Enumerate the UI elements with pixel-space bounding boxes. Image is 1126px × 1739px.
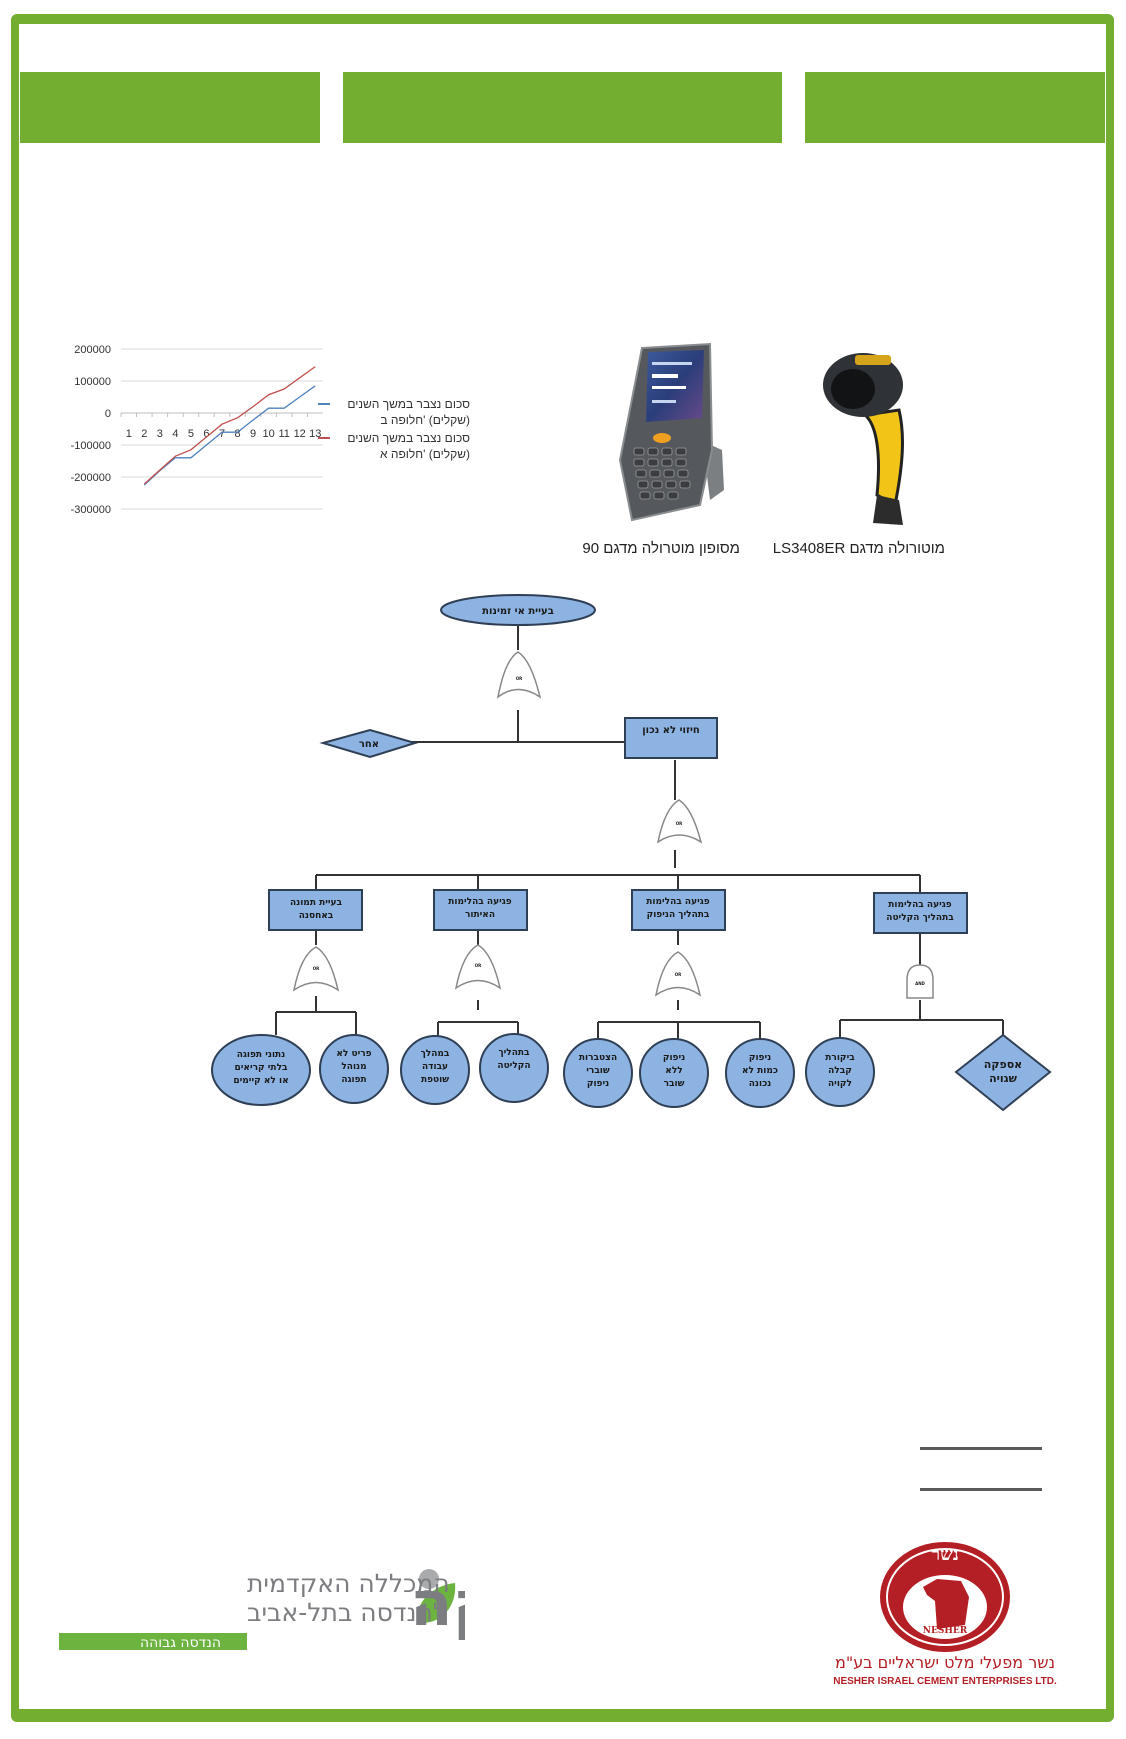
x-tick-label: 3 — [157, 428, 163, 440]
scanner-handle — [861, 408, 904, 508]
series-line-alt-b — [143, 385, 316, 486]
legend-item-alt-a: סכום נצבר במשך השנים (שקלים) 'חלופה א — [318, 430, 470, 462]
x-tick-label: 8 — [234, 428, 240, 440]
mobile-computer-image — [618, 342, 724, 522]
afeka-dot-icon — [419, 1569, 439, 1589]
afeka-line2: להנדסה בתל-אביב — [247, 1598, 447, 1627]
x-tick-label: 6 — [203, 428, 209, 440]
afeka-tag: הנדסה גבוהה — [140, 1635, 221, 1651]
x-tick-label: 4 — [172, 428, 178, 440]
afeka-name: אפקה — [410, 1567, 465, 1640]
header-bar-right — [805, 72, 1105, 143]
y-tick-label: -200000 — [71, 472, 111, 484]
legend-item-alt-b: סכום נצבר במשך השנים (שקלים) 'חלופה ב — [318, 396, 470, 428]
x-tick-label: 5 — [188, 428, 194, 440]
mobile-scan-button — [653, 433, 671, 443]
nesher-hebrew: נשר — [931, 1544, 958, 1565]
afeka-tag-bar — [59, 1633, 247, 1650]
chart-legend: סכום נצבר במשך השנים (שקלים) 'חלופה ב סכ… — [318, 396, 470, 464]
x-tick-label: 1 — [126, 428, 132, 440]
mobile-caption: מסופון מוטרולה מדגם 90 — [582, 540, 740, 557]
y-tick-label: 200000 — [74, 344, 111, 356]
series-line-alt-a — [143, 366, 316, 485]
afeka-logo: אפקה המכללה האקדמית להנדסה בתל-אביב הנדס… — [59, 1567, 465, 1651]
eagle-icon — [923, 1579, 969, 1629]
x-tick-label: 9 — [250, 428, 256, 440]
header-bar-left — [20, 72, 320, 143]
legend-swatch-alt-a — [318, 437, 330, 439]
afeka-leaf-icon — [416, 1583, 456, 1624]
legend-swatch-alt-b — [318, 403, 330, 405]
nesher-company-he: נשר מפעלי מלט ישראליים בע"מ — [835, 1653, 1055, 1672]
legend-label: (שקלים) 'חלופה א — [380, 447, 470, 461]
y-tick-label: -300000 — [71, 504, 111, 516]
page-frame — [11, 14, 1114, 1722]
afeka-line1: המכללה האקדמית — [247, 1569, 450, 1598]
y-tick-label: 100000 — [74, 376, 111, 388]
signature-line — [920, 1488, 1042, 1491]
y-tick-label: 0 — [105, 408, 111, 420]
nesher-emblem-text: NESHER — [923, 1626, 968, 1636]
nesher-logo: נשר NESHER נשר מפעלי מלט ישראליים בע"מ N… — [833, 1542, 1057, 1687]
x-tick-label: 10 — [262, 428, 274, 440]
header-bar-center — [343, 72, 782, 143]
x-tick-label: 7 — [219, 428, 225, 440]
y-tick-label: -100000 — [71, 440, 111, 452]
x-tick-label: 11 — [278, 428, 289, 440]
legend-label: סכום נצבר במשך השנים — [347, 431, 470, 445]
x-tick-label: 12 — [294, 428, 306, 440]
nesher-company-en: NESHER ISRAEL CEMENT ENTERPRISES LTD. — [833, 1676, 1057, 1687]
scanner-caption: מוטורולה מדגם LS3408ER — [772, 540, 945, 557]
signature-line — [920, 1447, 1042, 1450]
legend-label: סכום נצבר במשך השנים — [347, 397, 470, 411]
barcode-scanner-image — [823, 353, 904, 525]
legend-label: (שקלים) 'חלופה ב — [380, 413, 470, 427]
x-tick-label: 2 — [141, 428, 147, 440]
